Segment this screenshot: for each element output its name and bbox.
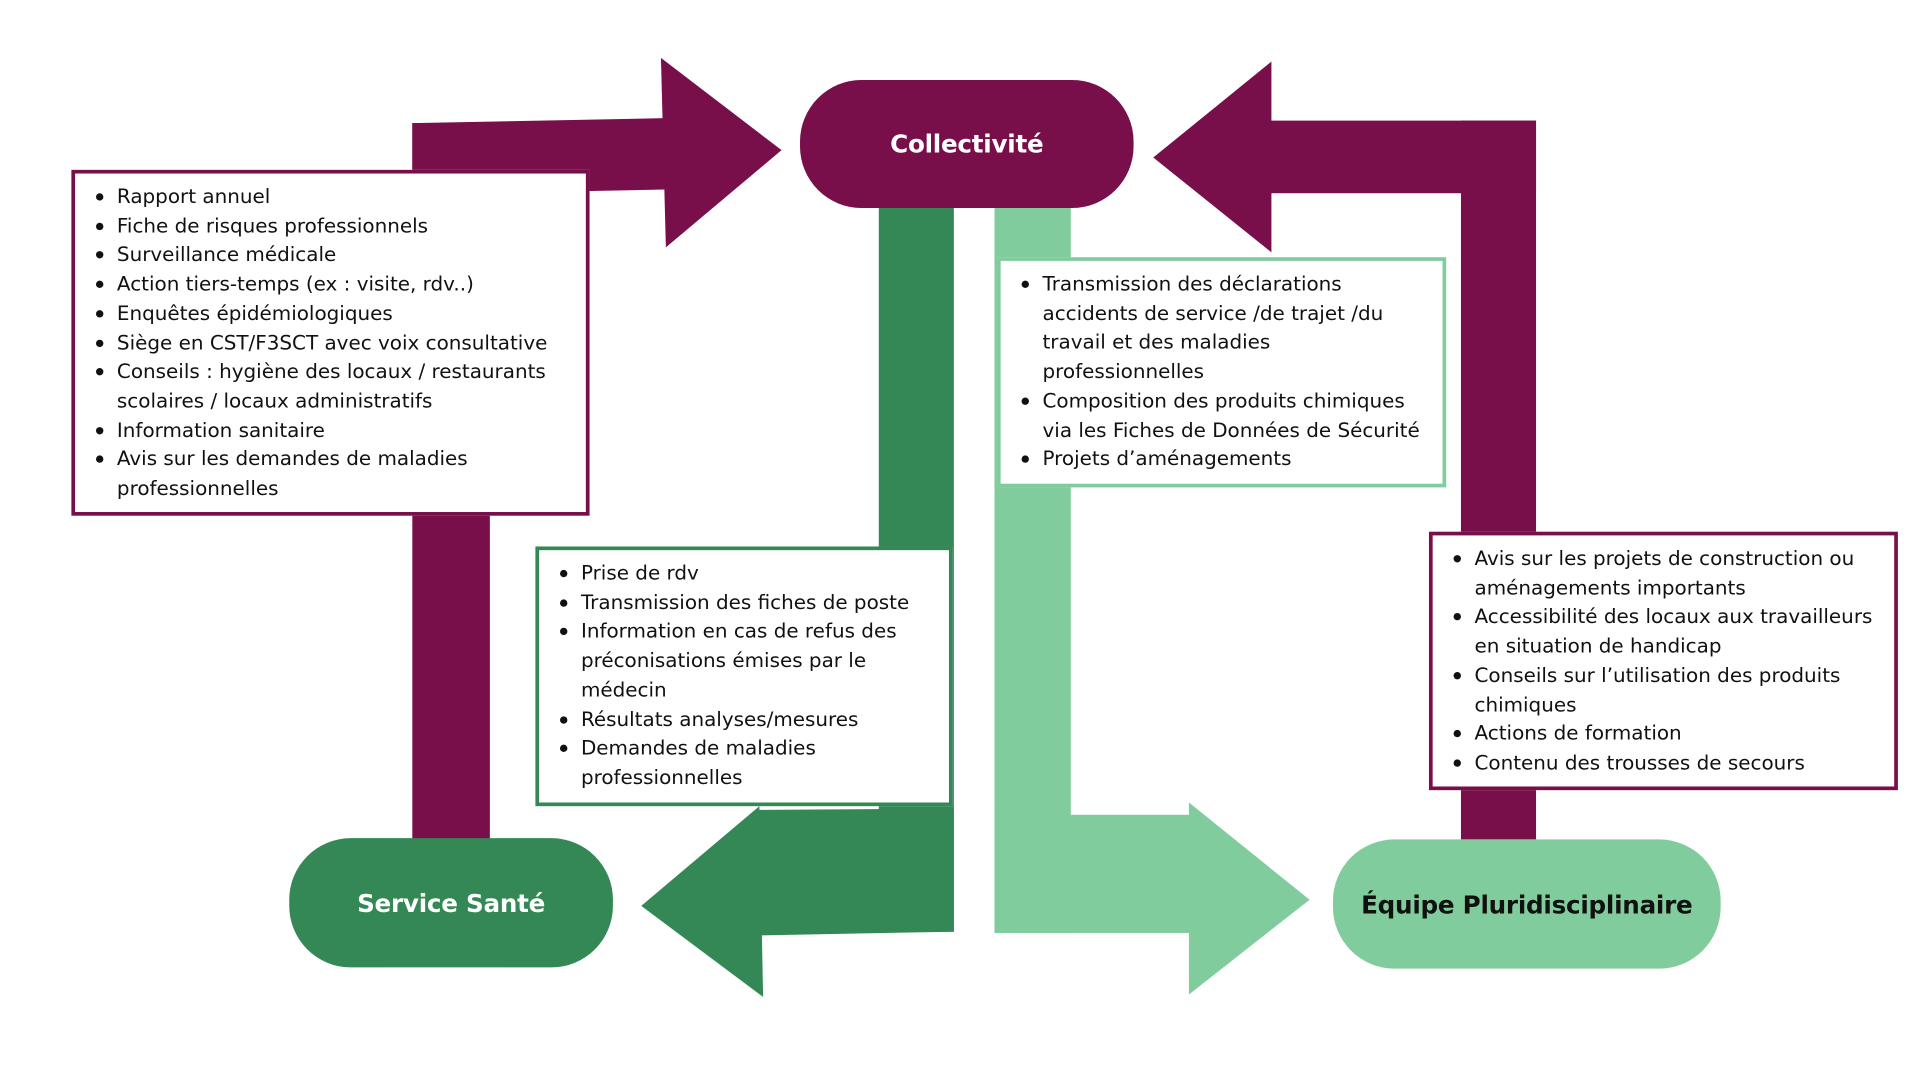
box-collectivite-to-equipe: Transmission des déclarations accidents … (996, 257, 1447, 488)
list-item: Fiche de risques professionnels (96, 211, 579, 240)
list-item: Projets d’aménagements (1021, 445, 1435, 474)
list-item: Composition des produits chimiques via l… (1021, 386, 1435, 444)
arrow-head-left-icon (641, 806, 764, 997)
item-list: Avis sur les projets de construction ou … (1447, 544, 1886, 777)
item-list: Rapport annuel Fiche de risques professi… (90, 182, 579, 503)
box-service-sante-to-collectivite: Rapport annuel Fiche de risques professi… (71, 169, 590, 516)
list-item: Avis sur les projets de construction ou … (1453, 544, 1886, 602)
list-item: Actions de formation (1453, 719, 1886, 748)
list-item: Accessibilité des locaux aux travailleur… (1453, 602, 1886, 660)
arrow-shaft-horizontal (994, 814, 1192, 933)
list-item: Avis sur les demandes de maladies profes… (96, 445, 579, 503)
list-item: Information sanitaire (96, 416, 579, 445)
item-list: Transmission des déclarations accidents … (1015, 270, 1435, 474)
node-service-sante[interactable]: Service Santé (289, 838, 613, 968)
list-item: Conseils sur l’utilisation des produits … (1453, 661, 1886, 719)
arrow-shaft-horizontal (756, 808, 954, 936)
list-item: Transmission des déclarations accidents … (1021, 270, 1435, 387)
arrow-head-right-icon (660, 57, 782, 248)
list-item: Enquêtes épidémiologiques (96, 299, 579, 328)
box-collectivite-to-service-sante: Prise de rdv Transmission des fiches de … (535, 546, 953, 807)
list-item: Résultats analyses/mesures (560, 705, 942, 734)
list-item: Action tiers-temps (ex : visite, rdv..) (96, 270, 579, 299)
node-label: Service Santé (357, 888, 546, 918)
node-equipe-pluridisciplinaire[interactable]: Équipe Pluridisciplinaire (1332, 839, 1721, 969)
list-item: Rapport annuel (96, 182, 579, 211)
list-item: Siège en CST/F3SCT avec voix consultativ… (96, 328, 579, 357)
node-label: Équipe Pluridisciplinaire (1361, 889, 1693, 919)
item-list: Prise de rdv Transmission des fiches de … (554, 559, 942, 792)
list-item: Transmission des fiches de poste (560, 588, 942, 617)
arrow-shaft-horizontal (1267, 120, 1537, 194)
list-item: Prise de rdv (560, 559, 942, 588)
arrow-head-left-icon (1153, 61, 1272, 253)
list-item: Conseils : hygiène des locaux / restaura… (96, 357, 579, 415)
list-item: Information en cas de refus des préconis… (560, 617, 942, 705)
list-item: Surveillance médicale (96, 241, 579, 270)
node-label: Collectivité (890, 129, 1044, 159)
box-equipe-to-collectivite: Avis sur les projets de construction ou … (1428, 531, 1898, 791)
node-collectivite[interactable]: Collectivité (800, 80, 1134, 209)
list-item: Demandes de maladies professionnelles (560, 734, 942, 792)
list-item: Contenu des trousses de secours (1453, 748, 1886, 777)
arrow-head-right-icon (1188, 802, 1310, 995)
